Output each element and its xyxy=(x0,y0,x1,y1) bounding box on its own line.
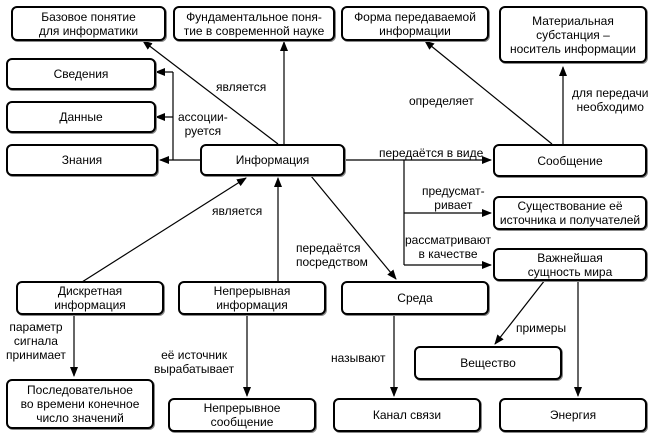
node-message: Сообщение xyxy=(493,144,647,177)
node-dannye: Данные xyxy=(6,101,156,133)
node-channel: Канал связи xyxy=(333,398,481,432)
node-existence: Существование её источника и получателей xyxy=(493,196,647,230)
node-fundamental-concept: Фундаментальное поня- тие в современной … xyxy=(173,6,335,41)
edge-info-medium xyxy=(310,175,397,280)
node-cont-message: Непрерывное сообщение xyxy=(168,398,316,432)
label-signal-param: параметр сигнала принимает xyxy=(6,320,66,362)
node-znaniya: Знания xyxy=(6,144,158,176)
node-continuous: Непрерывная информация xyxy=(178,281,326,315)
node-basic-concept: Базовое понятие для информатики xyxy=(11,6,166,41)
node-form: Форма передаваемой информации xyxy=(341,6,489,41)
node-material: Материальная субстанция – носитель инфор… xyxy=(499,6,647,63)
node-medium: Среда xyxy=(341,281,489,315)
edge-discrete-info xyxy=(81,177,247,283)
label-transmitted-as: передаётся в виде xyxy=(379,146,484,160)
node-substance: Вещество xyxy=(414,346,562,380)
node-svedeniya: Сведения xyxy=(6,58,156,90)
label-called: называют xyxy=(331,351,386,365)
node-essence: Важнейшая сущность мира xyxy=(493,248,647,281)
node-discrete: Дискретная информация xyxy=(16,281,164,315)
label-examples: примеры xyxy=(516,321,567,335)
label-needed: для передачи необходимо xyxy=(572,86,649,114)
edge-essence-substance xyxy=(494,279,546,345)
label-is-bottom: является xyxy=(212,204,263,218)
label-considered: рассматривают в качестве xyxy=(405,233,492,261)
label-source-produces: её источник вырабатывает xyxy=(154,348,235,376)
edge-info-basic xyxy=(142,40,279,145)
label-associated: ассоции- руется xyxy=(178,110,228,138)
label-defines: определяет xyxy=(409,94,474,108)
node-energy: Энергия xyxy=(499,398,647,432)
node-sequence: Последовательное во времени конечное чис… xyxy=(6,379,154,429)
label-transmitted-via: передаётся посредством xyxy=(296,241,368,269)
label-is-top: является xyxy=(216,80,267,94)
label-provides: предусмат- ривает xyxy=(422,184,485,212)
edge-message-form xyxy=(424,40,553,145)
node-information: Информация xyxy=(200,144,345,176)
